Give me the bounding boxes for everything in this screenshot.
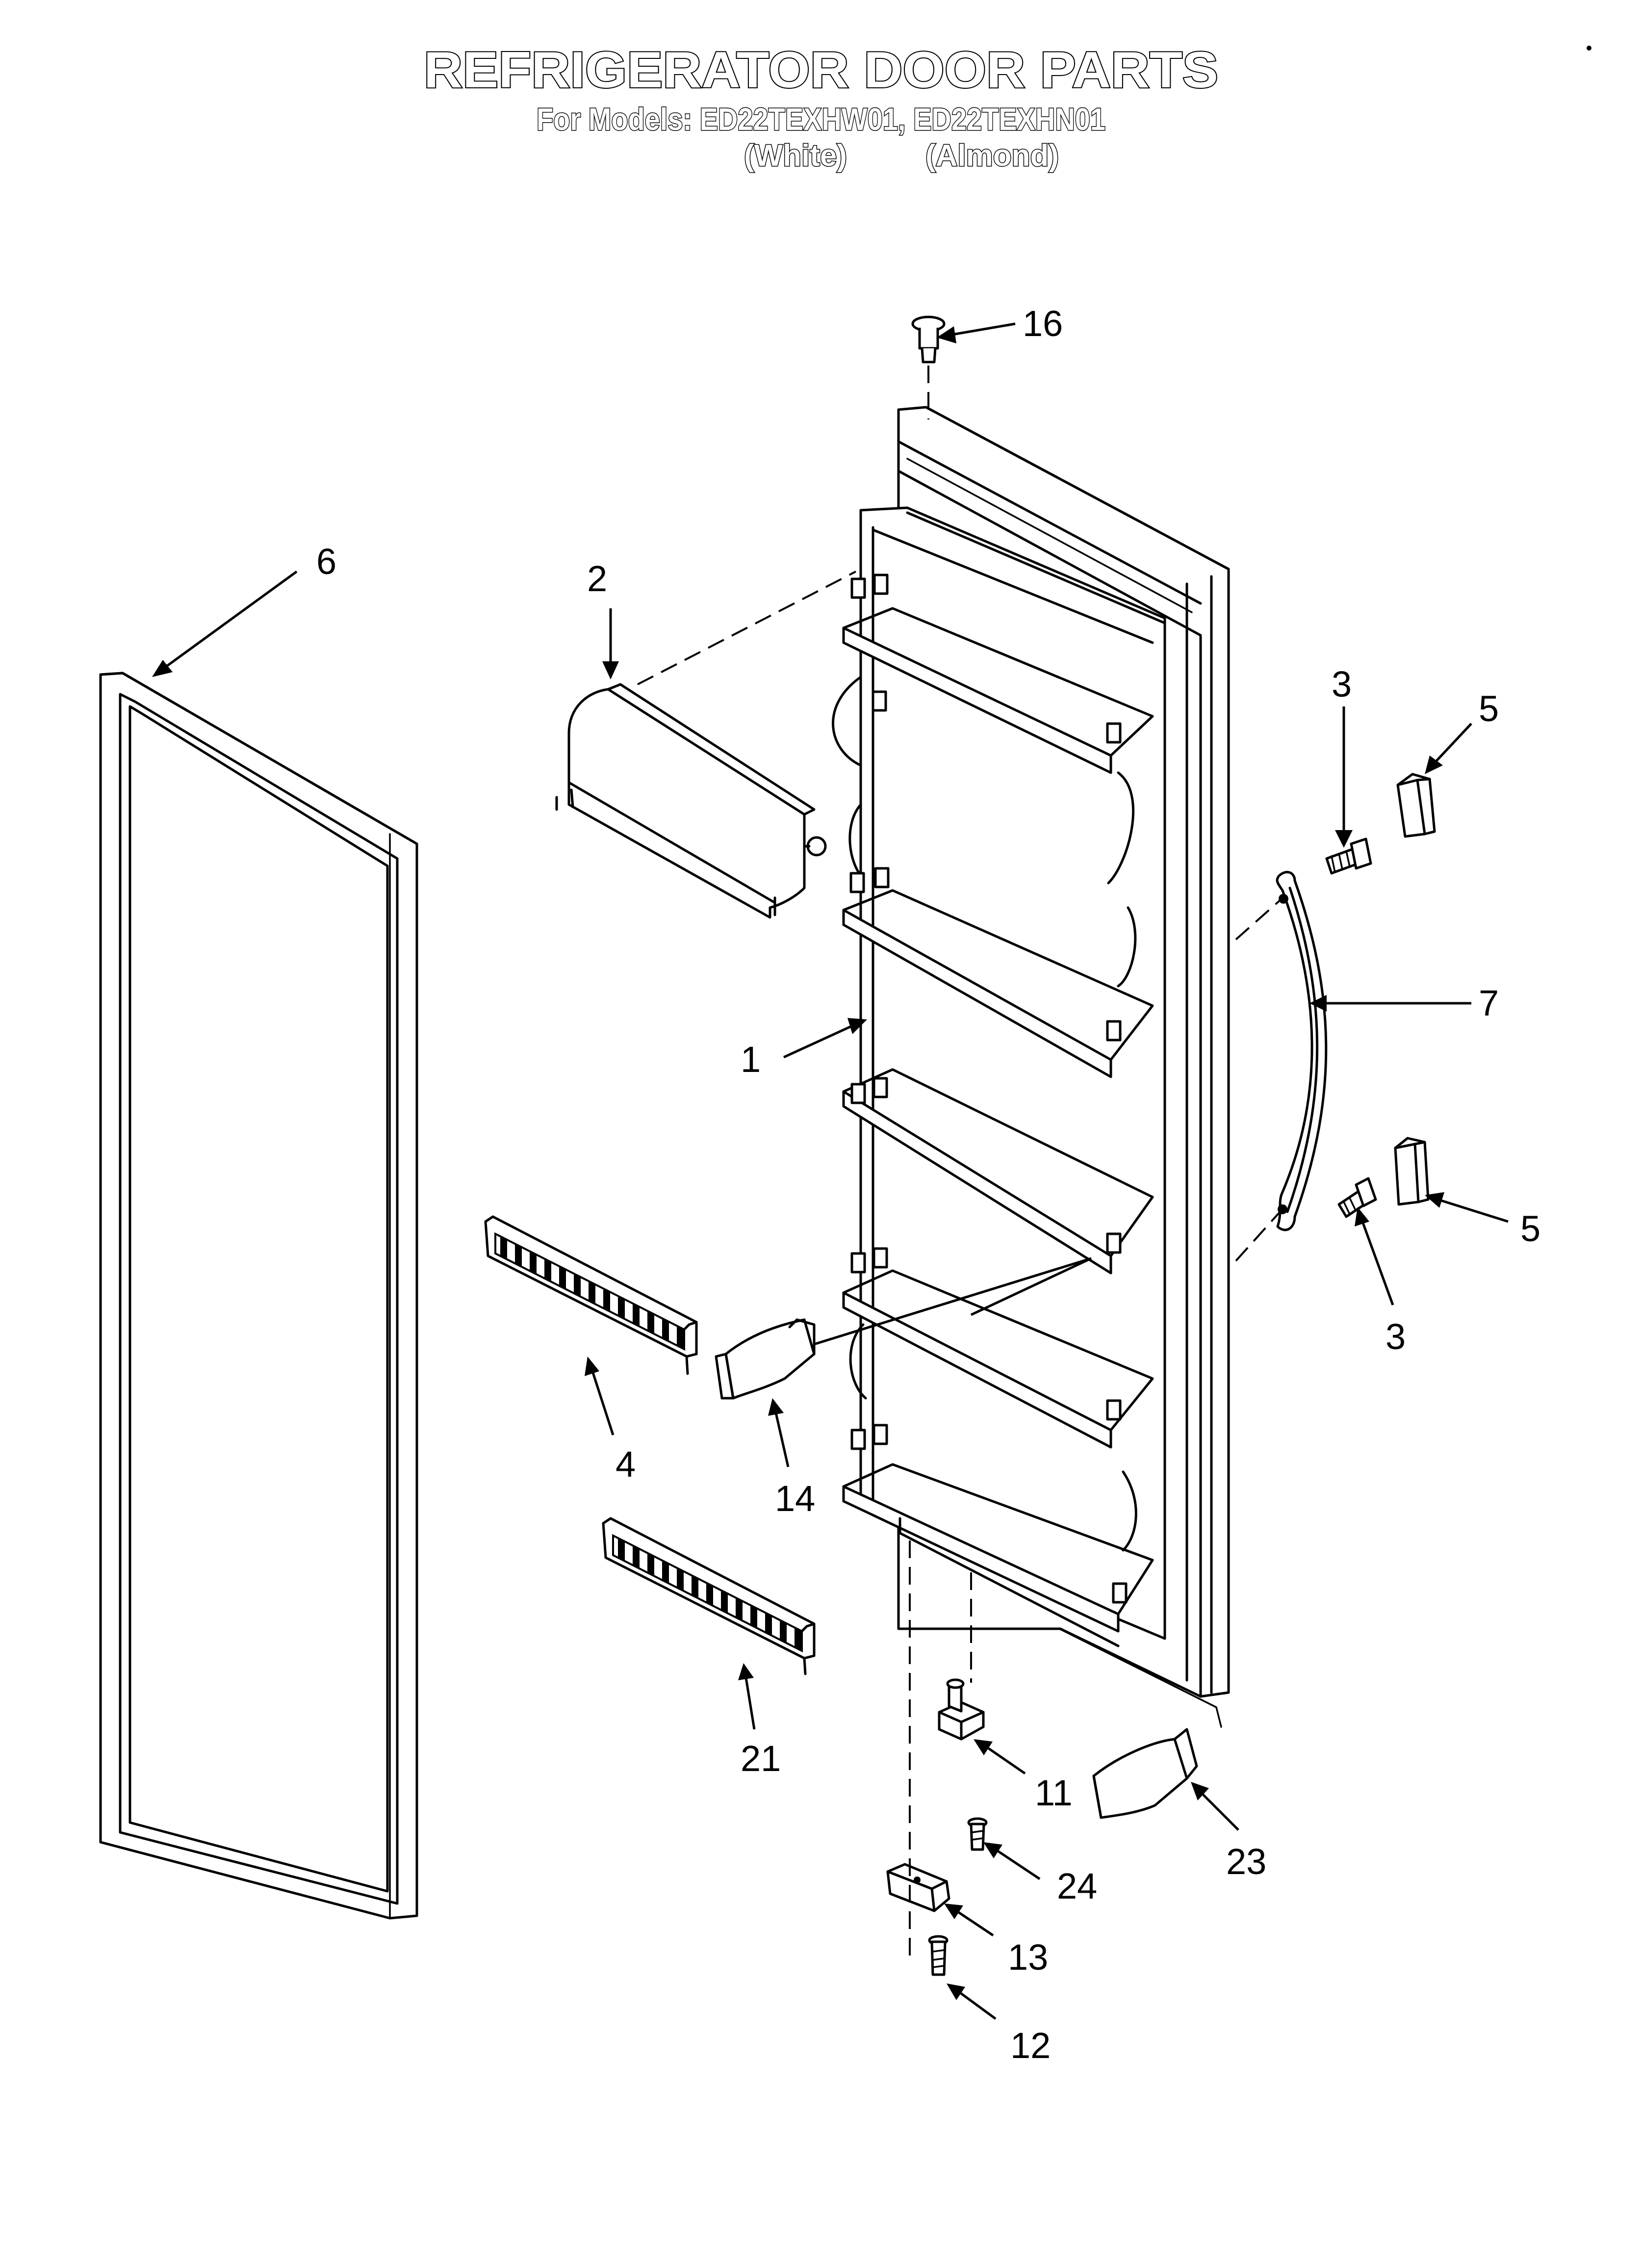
callout-13: 13 xyxy=(1008,1937,1048,1978)
handle-cap-top xyxy=(1396,773,1436,838)
variant-almond: (Almond) xyxy=(925,139,1059,173)
lower-hinge xyxy=(938,1678,985,1741)
hinge-cover-upper xyxy=(715,1318,816,1400)
variant-white: (White) xyxy=(744,139,847,173)
top-plug-button xyxy=(911,315,946,364)
callout-1: 1 xyxy=(741,1039,761,1080)
bottom-hinge-bracket xyxy=(886,1863,950,1912)
kickplate-grille-upper xyxy=(484,1215,698,1375)
callout-7: 7 xyxy=(1479,983,1499,1023)
dairy-compartment-door xyxy=(555,683,827,919)
callout-11: 11 xyxy=(1035,1773,1073,1813)
corner-mark xyxy=(1587,46,1591,51)
callout-23: 23 xyxy=(1226,1841,1266,1882)
callout-2: 2 xyxy=(587,558,607,599)
page-header: REFRIGERATOR DOOR PARTS For Models: ED22… xyxy=(423,41,1219,174)
door-assembly xyxy=(832,406,1230,1728)
callout-5-bottom: 5 xyxy=(1520,1208,1540,1249)
door-gasket xyxy=(99,672,418,1920)
handle-cap-bottom xyxy=(1394,1137,1430,1206)
callout-labels: 16 6 2 3 5 7 1 5 3 4 14 21 11 23 24 13 1… xyxy=(316,303,1540,2066)
callout-12: 12 xyxy=(1010,2025,1051,2066)
callout-16: 16 xyxy=(1023,303,1063,344)
callout-14: 14 xyxy=(775,1478,815,1519)
hinge-cover-lower xyxy=(1092,1728,1198,1819)
callout-24: 24 xyxy=(1057,1866,1097,1906)
page-title: REFRIGERATOR DOOR PARTS xyxy=(424,42,1218,99)
callout-4: 4 xyxy=(616,1444,636,1485)
handle-screw-bottom xyxy=(1337,1177,1377,1218)
kickplate-grille-lower xyxy=(602,1517,816,1675)
callout-leaders xyxy=(152,322,1509,2020)
hinge-screw xyxy=(967,1817,988,1851)
callout-5-top: 5 xyxy=(1479,688,1499,729)
callout-21: 21 xyxy=(741,1738,781,1779)
callout-3-top: 3 xyxy=(1332,664,1352,704)
alignment-lines xyxy=(637,365,1281,1960)
door-handle xyxy=(1276,871,1328,1231)
callout-6: 6 xyxy=(316,541,336,582)
callout-3-bottom: 3 xyxy=(1385,1316,1406,1357)
handle-screw-top xyxy=(1325,837,1372,875)
models-line: For Models: ED22TEXHW01, ED22TEXHN01 xyxy=(537,102,1105,137)
bottom-hinge-screw xyxy=(928,1935,949,1976)
